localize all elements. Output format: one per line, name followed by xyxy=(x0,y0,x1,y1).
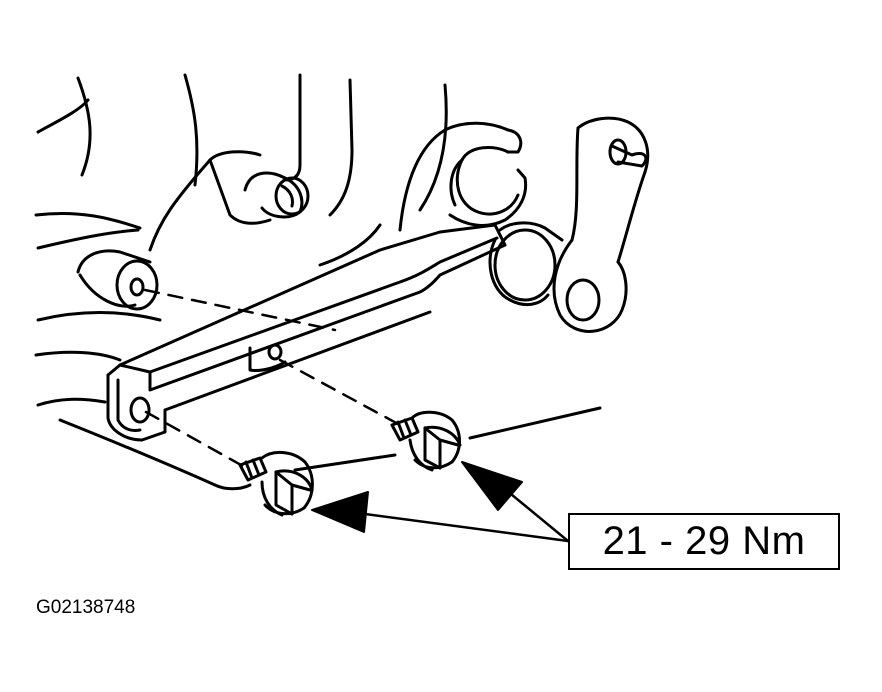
figure-id: G02138748 xyxy=(36,597,136,618)
mounting-boss xyxy=(76,249,159,311)
shift-linkage xyxy=(488,116,650,333)
torque-spec-text: 21 - 29 Nm xyxy=(602,519,806,563)
arrowhead-upper xyxy=(461,461,523,511)
arrowhead-lower xyxy=(311,491,369,533)
support-bracket xyxy=(106,223,507,442)
alignment-lines xyxy=(143,288,402,472)
arrowheads xyxy=(311,461,523,533)
housing-outline xyxy=(34,73,602,491)
housing-stud xyxy=(243,171,310,219)
torque-leader-lines xyxy=(348,483,570,543)
lower-bolt xyxy=(238,451,314,517)
upper-bolt xyxy=(390,410,462,472)
bracket-hook xyxy=(398,121,528,232)
torque-spec-label: 21 - 29 Nm xyxy=(568,513,840,570)
